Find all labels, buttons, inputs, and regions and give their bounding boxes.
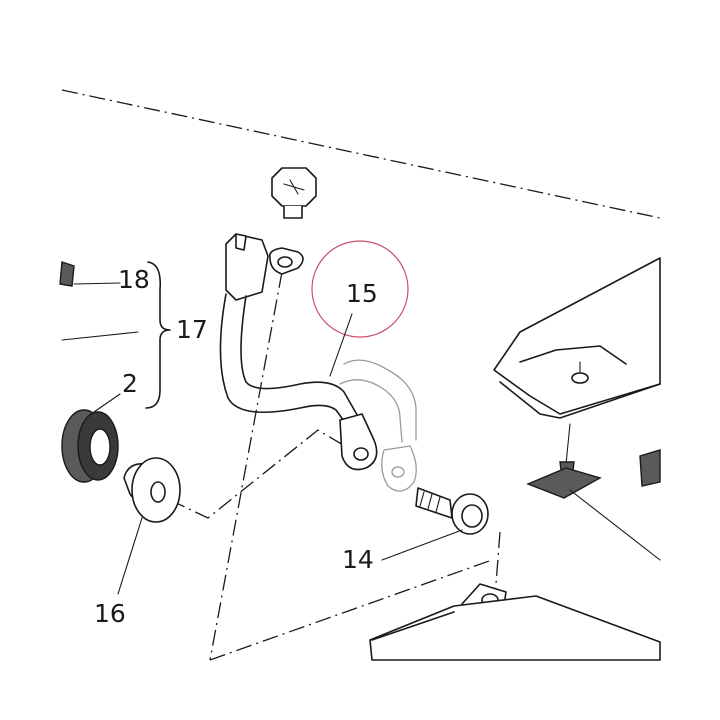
part-16-bushing <box>117 457 181 595</box>
bracket-17 <box>61 261 171 409</box>
callout-14: 14 <box>342 545 374 574</box>
ghost-cable <box>339 359 417 492</box>
callout-labels: 18 17 2 15 14 16 <box>94 265 378 628</box>
highlight-circle <box>311 240 409 338</box>
part-18-clip <box>59 261 121 287</box>
part-14-bolt <box>381 487 489 561</box>
top-bolt-and-washer <box>225 167 317 301</box>
callout-2: 2 <box>122 369 138 398</box>
callout-15: 15 <box>346 279 378 308</box>
bottom-bracket-box <box>369 583 661 661</box>
cable-15 <box>219 293 378 471</box>
part-2-grommet <box>61 393 121 483</box>
callout-17: 17 <box>176 315 208 344</box>
callout-18: 18 <box>118 265 150 294</box>
right-body-panel <box>493 257 661 419</box>
pin-and-plate <box>526 423 661 561</box>
callout-16: 16 <box>94 599 126 628</box>
